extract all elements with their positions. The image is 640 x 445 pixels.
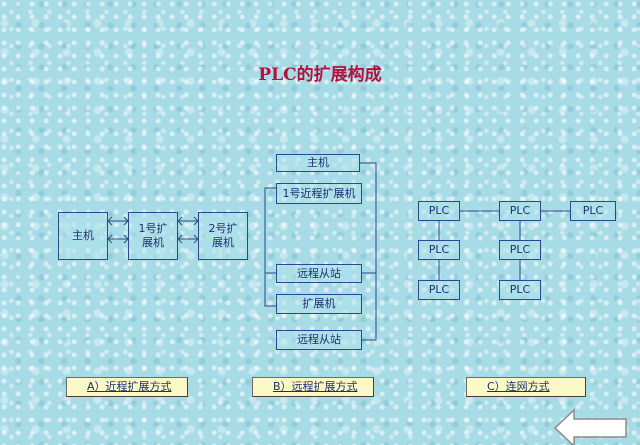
connector-a2 (177, 216, 199, 244)
plc-node-3: PLC (570, 201, 616, 221)
plc-node-6: PLC (418, 280, 460, 300)
back-button[interactable] (555, 408, 629, 445)
expansion-box-b: 扩展机 (276, 294, 362, 314)
expansion-box-2: 2号扩展机 (198, 212, 248, 260)
host-label-a: 主机 (72, 229, 94, 242)
remote-station-label-1: 远程从站 (297, 266, 341, 280)
near-expansion-label: 1号近程扩展机 (282, 186, 356, 200)
plc-node-4: PLC (418, 240, 460, 260)
remote-station-box-1: 远程从站 (276, 264, 362, 283)
expansion-label-1: 1号扩展机 (138, 222, 168, 249)
expansion-label-2: 2号扩展机 (208, 222, 238, 249)
caption-a: A）近程扩展方式 (66, 377, 188, 397)
caption-c: C）连网方式 (466, 377, 586, 397)
expansion-box-1: 1号扩展机 (128, 212, 178, 260)
host-box-a: 主机 (58, 212, 108, 260)
host-label-b: 主机 (307, 156, 329, 169)
expansion-label-b: 扩展机 (302, 297, 336, 310)
page-title: PLC的扩展构成 (258, 65, 382, 85)
connector-c (438, 210, 570, 280)
connector-a1 (107, 216, 129, 244)
host-box-b: 主机 (276, 154, 360, 172)
caption-b: B）远程扩展方式 (252, 377, 374, 397)
plc-node-7: PLC (499, 280, 541, 300)
plc-node-5: PLC (499, 240, 541, 260)
remote-station-box-2: 远程从站 (276, 330, 362, 350)
plc-node-1: PLC (418, 201, 460, 221)
near-expansion-box: 1号近程扩展机 (276, 183, 362, 204)
remote-station-label-2: 远程从站 (297, 333, 341, 346)
connector-b (264, 162, 377, 341)
plc-node-2: PLC (499, 201, 541, 221)
